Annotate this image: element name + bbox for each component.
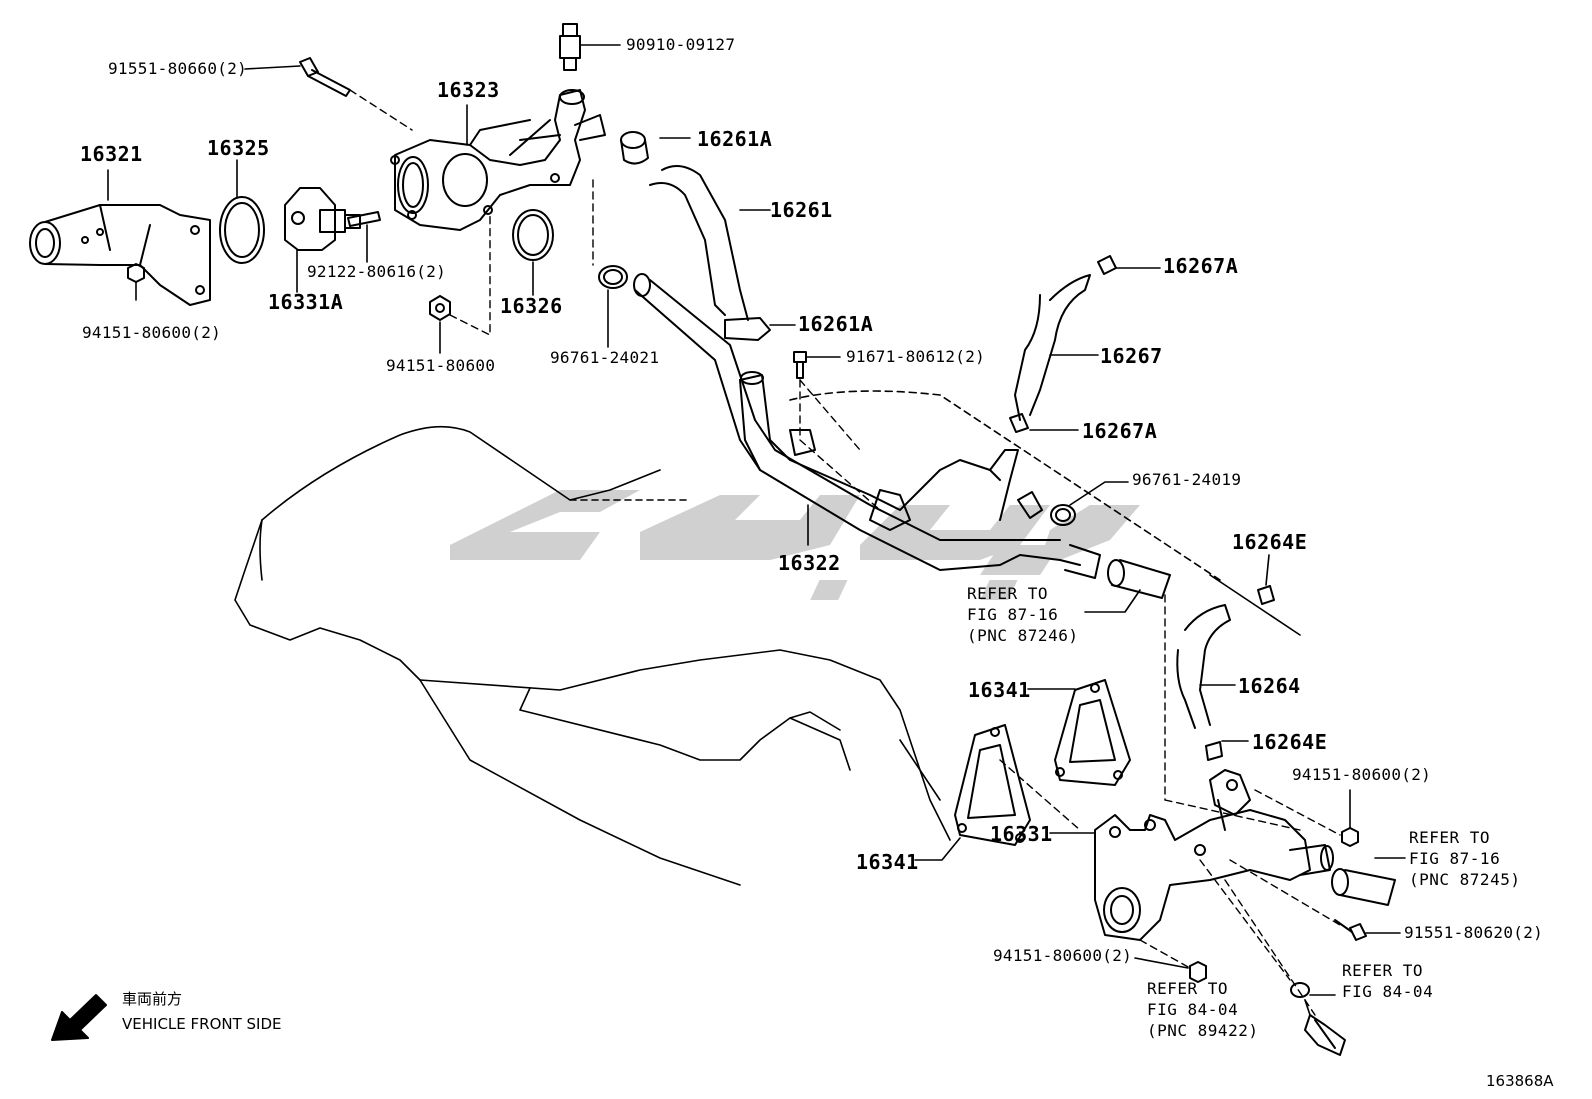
figure-code: 163868A xyxy=(1486,1072,1554,1090)
clamp-16264E-top xyxy=(1258,586,1274,604)
gasket-16341-bottom xyxy=(955,725,1030,845)
nut-94151-right xyxy=(1342,828,1358,846)
gasket-16325 xyxy=(220,197,264,263)
gasket-16326 xyxy=(513,210,553,260)
sensor-89422 xyxy=(1305,1015,1345,1055)
label-96761-24021: 96761-24021 xyxy=(550,348,660,367)
label-16261A-mid: 16261A xyxy=(798,312,874,336)
label-16261: 16261 xyxy=(770,198,833,222)
oring-96761-24021 xyxy=(599,266,627,288)
water-inlet-housing-16323 xyxy=(391,90,605,230)
clamp-16267A-top xyxy=(1098,256,1116,274)
stud-92122 xyxy=(348,212,380,226)
clamp-16261A-mid xyxy=(725,318,770,340)
label-16264E-mid: 16264E xyxy=(1252,730,1328,754)
label-16326: 16326 xyxy=(500,294,563,318)
label-90910-09127: 90910-09127 xyxy=(626,35,736,54)
ref-fig-87-16-pnc-87246: REFER TO FIG 87-16 (PNC 87246) xyxy=(967,584,1079,645)
sensor-90910-09127 xyxy=(560,24,580,70)
hose-16264 xyxy=(1177,605,1230,728)
label-92122-80616: 92122-80616(2) xyxy=(307,262,447,281)
hose-16261 xyxy=(650,166,748,320)
water-outlet-16321 xyxy=(30,205,210,305)
engine-outline xyxy=(235,391,1300,885)
oring-96761-24019 xyxy=(1051,505,1075,525)
label-94151-80600-left: 94151-80600(2) xyxy=(82,323,222,342)
vehicle-front-arrow-icon xyxy=(52,995,106,1040)
hose-16267 xyxy=(1015,275,1090,420)
clamp-16267A-mid xyxy=(1010,414,1028,432)
label-94151-80600-bottom: 94151-80600(2) xyxy=(993,946,1133,965)
leader-lines xyxy=(108,45,1405,1015)
ref-fig-84-04: REFER TO FIG 84-04 xyxy=(1342,961,1434,1001)
gasket-16341-top xyxy=(1055,680,1130,785)
orientation-label-en: VEHICLE FRONT SIDE xyxy=(122,1015,282,1033)
watermark-logo xyxy=(450,490,1140,600)
label-91551-80660: 91551-80660(2) xyxy=(108,59,248,78)
label-16325: 16325 xyxy=(207,136,270,160)
label-16261A-top: 16261A xyxy=(697,127,773,151)
label-96761-24019: 96761-24019 xyxy=(1132,470,1242,489)
label-16264E-top: 16264E xyxy=(1232,530,1308,554)
label-91551-80620: 91551-80620(2) xyxy=(1404,923,1544,942)
thermostat-16331A xyxy=(285,188,360,250)
washer-84-04 xyxy=(1291,983,1309,997)
label-94151-80600-right: 94151-80600(2) xyxy=(1292,765,1432,784)
ref-fig-84-04-pnc-89422: REFER TO FIG 84-04 (PNC 89422) xyxy=(1147,979,1259,1040)
nut-94151-left xyxy=(128,264,144,282)
assembly-lines xyxy=(350,90,1340,1015)
label-16267A-top: 16267A xyxy=(1163,254,1239,278)
water-inlet-16331 xyxy=(1095,770,1333,940)
bolt-91551-80620 xyxy=(1335,920,1366,940)
clamp-16264E-mid xyxy=(1206,742,1222,760)
label-16267: 16267 xyxy=(1100,344,1163,368)
bolt-91551-80660 xyxy=(300,58,350,96)
water-bypass-pipe-16322 xyxy=(634,274,1100,578)
label-16323: 16323 xyxy=(437,78,500,102)
bolt-91671-80612 xyxy=(794,352,806,378)
hose-stub-87246 xyxy=(1108,560,1170,598)
label-91671-80612: 91671-80612(2) xyxy=(846,347,986,366)
label-94151-80600-mid: 94151-80600 xyxy=(386,356,496,375)
nut-94151-bottom xyxy=(1190,962,1206,982)
nut-94151-mid xyxy=(430,296,450,320)
clamp-16261A-top xyxy=(621,132,648,164)
hose-stub-87245 xyxy=(1332,869,1395,905)
label-16322: 16322 xyxy=(778,551,841,575)
label-16341-top: 16341 xyxy=(968,678,1031,702)
orientation-label-jp: 車両前方 xyxy=(122,990,183,1008)
ref-fig-87-16-pnc-87245: REFER TO FIG 87-16 (PNC 87245) xyxy=(1409,828,1521,889)
label-16321: 16321 xyxy=(80,142,143,166)
label-16331: 16331 xyxy=(990,822,1053,846)
label-16267A-mid: 16267A xyxy=(1082,419,1158,443)
label-16264: 16264 xyxy=(1238,674,1301,698)
label-16331A: 16331A xyxy=(268,290,344,314)
label-16341-bottom: 16341 xyxy=(856,850,919,874)
